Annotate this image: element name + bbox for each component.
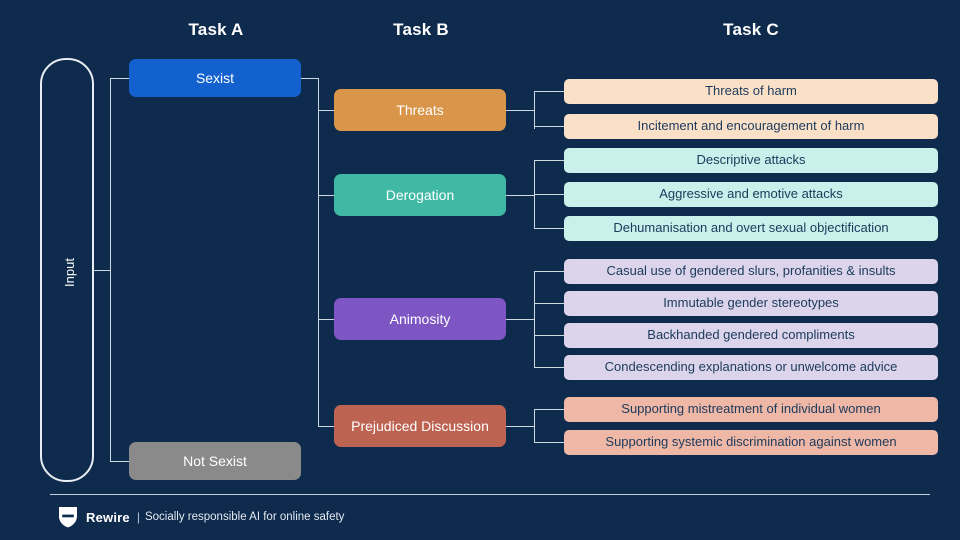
connector-threats-child-2 — [534, 126, 564, 127]
connector-input-stem — [94, 270, 110, 271]
connector-animosity-child-4 — [534, 367, 564, 368]
connector-derogation-child-1 — [534, 160, 564, 161]
node-not-sexist[interactable]: Not Sexist — [129, 442, 301, 480]
connector-prejudiced-stem — [506, 426, 534, 427]
node-threats[interactable]: Threats — [334, 89, 506, 131]
connector-to-animosity — [318, 319, 334, 320]
connector-to-sexist — [110, 78, 129, 79]
connector-prejudiced-child-2 — [534, 442, 564, 443]
footer: Rewire | Socially responsible AI for onl… — [58, 506, 344, 528]
node-prejudiced-discussion[interactable]: Prejudiced Discussion — [334, 405, 506, 447]
footer-divider — [50, 494, 930, 495]
connector-threats-child-1 — [534, 91, 564, 92]
node-threats-of-harm[interactable]: Threats of harm — [564, 79, 938, 104]
node-label: Casual use of gendered slurs, profanitie… — [606, 263, 896, 279]
connector-animosity-child-1 — [534, 271, 564, 272]
node-label: Aggressive and emotive attacks — [659, 186, 843, 202]
node-backhanded-gendered-compliments[interactable]: Backhanded gendered compliments — [564, 323, 938, 348]
connector-threats-trunk — [534, 91, 535, 129]
brand-tagline: Socially responsible AI for online safet… — [144, 511, 345, 523]
column-header-task-c: Task C — [723, 20, 779, 39]
connector-derogation-child-3 — [534, 228, 564, 229]
input-node-label: Input — [61, 257, 77, 287]
node-threats-label: Threats — [396, 101, 444, 118]
node-not-sexist-label: Not Sexist — [183, 452, 247, 469]
node-prejudiced-discussion-label: Prejudiced Discussion — [351, 417, 489, 434]
connector-animosity-child-3 — [534, 335, 564, 336]
connector-taskb-trunk — [318, 78, 319, 426]
column-header-task-b: Task B — [393, 20, 449, 39]
connector-threats-stem — [506, 110, 534, 111]
connector-sexist-stem — [301, 78, 318, 79]
node-sexist[interactable]: Sexist — [129, 59, 301, 97]
brand-separator: | — [136, 510, 140, 524]
node-label: Dehumanisation and overt sexual objectif… — [613, 220, 889, 236]
node-derogation-label: Derogation — [385, 186, 455, 203]
node-aggressive-emotive-attacks[interactable]: Aggressive and emotive attacks — [564, 182, 938, 207]
connector-derogation-child-2 — [534, 194, 564, 195]
node-label: Backhanded gendered compliments — [647, 327, 855, 343]
shield-icon — [59, 507, 77, 528]
node-casual-gendered-slurs[interactable]: Casual use of gendered slurs, profanitie… — [564, 259, 938, 284]
node-label: Threats of harm — [705, 83, 797, 99]
node-condescending-explanations[interactable]: Condescending explanations or unwelcome … — [564, 355, 938, 380]
node-supporting-systemic-discrimination[interactable]: Supporting systemic discrimination again… — [564, 430, 938, 455]
node-derogation[interactable]: Derogation — [334, 174, 506, 216]
node-incitement-encouragement-of-harm[interactable]: Incitement and encouragement of harm — [564, 114, 938, 139]
connector-animosity-stem — [506, 319, 534, 320]
node-label: Immutable gender stereotypes — [663, 295, 839, 311]
connector-animosity-child-2 — [534, 303, 564, 304]
node-label: Incitement and encouragement of harm — [637, 118, 865, 134]
connector-prejudiced-trunk — [534, 409, 535, 443]
connector-derogation-stem — [506, 195, 534, 196]
connector-to-derogation — [318, 195, 334, 196]
node-animosity[interactable]: Animosity — [334, 298, 506, 340]
node-label: Supporting systemic discrimination again… — [605, 434, 897, 450]
connector-to-threats — [318, 110, 334, 111]
node-descriptive-attacks[interactable]: Descriptive attacks — [564, 148, 938, 173]
node-label: Supporting mistreatment of individual wo… — [621, 401, 881, 417]
node-dehumanisation-sexual-objectification[interactable]: Dehumanisation and overt sexual objectif… — [564, 216, 938, 241]
input-node[interactable]: Input — [40, 58, 94, 482]
input-node-label-wrap: Input — [42, 60, 96, 484]
node-immutable-gender-stereotypes[interactable]: Immutable gender stereotypes — [564, 291, 938, 316]
node-label: Descriptive attacks — [696, 152, 806, 168]
connector-to-prejudiced-discussion — [318, 426, 334, 427]
node-sexist-label: Sexist — [195, 69, 235, 86]
node-animosity-label: Animosity — [389, 310, 451, 327]
connector-prejudiced-child-1 — [534, 409, 564, 410]
connector-taska-trunk — [110, 78, 111, 461]
node-label: Condescending explanations or unwelcome … — [604, 359, 898, 375]
connector-animosity-trunk — [534, 271, 535, 367]
brand-name: Rewire — [86, 509, 130, 525]
connector-to-not-sexist — [110, 461, 129, 462]
node-supporting-mistreatment-individual-women[interactable]: Supporting mistreatment of individual wo… — [564, 397, 938, 422]
column-header-task-a: Task A — [188, 20, 244, 39]
